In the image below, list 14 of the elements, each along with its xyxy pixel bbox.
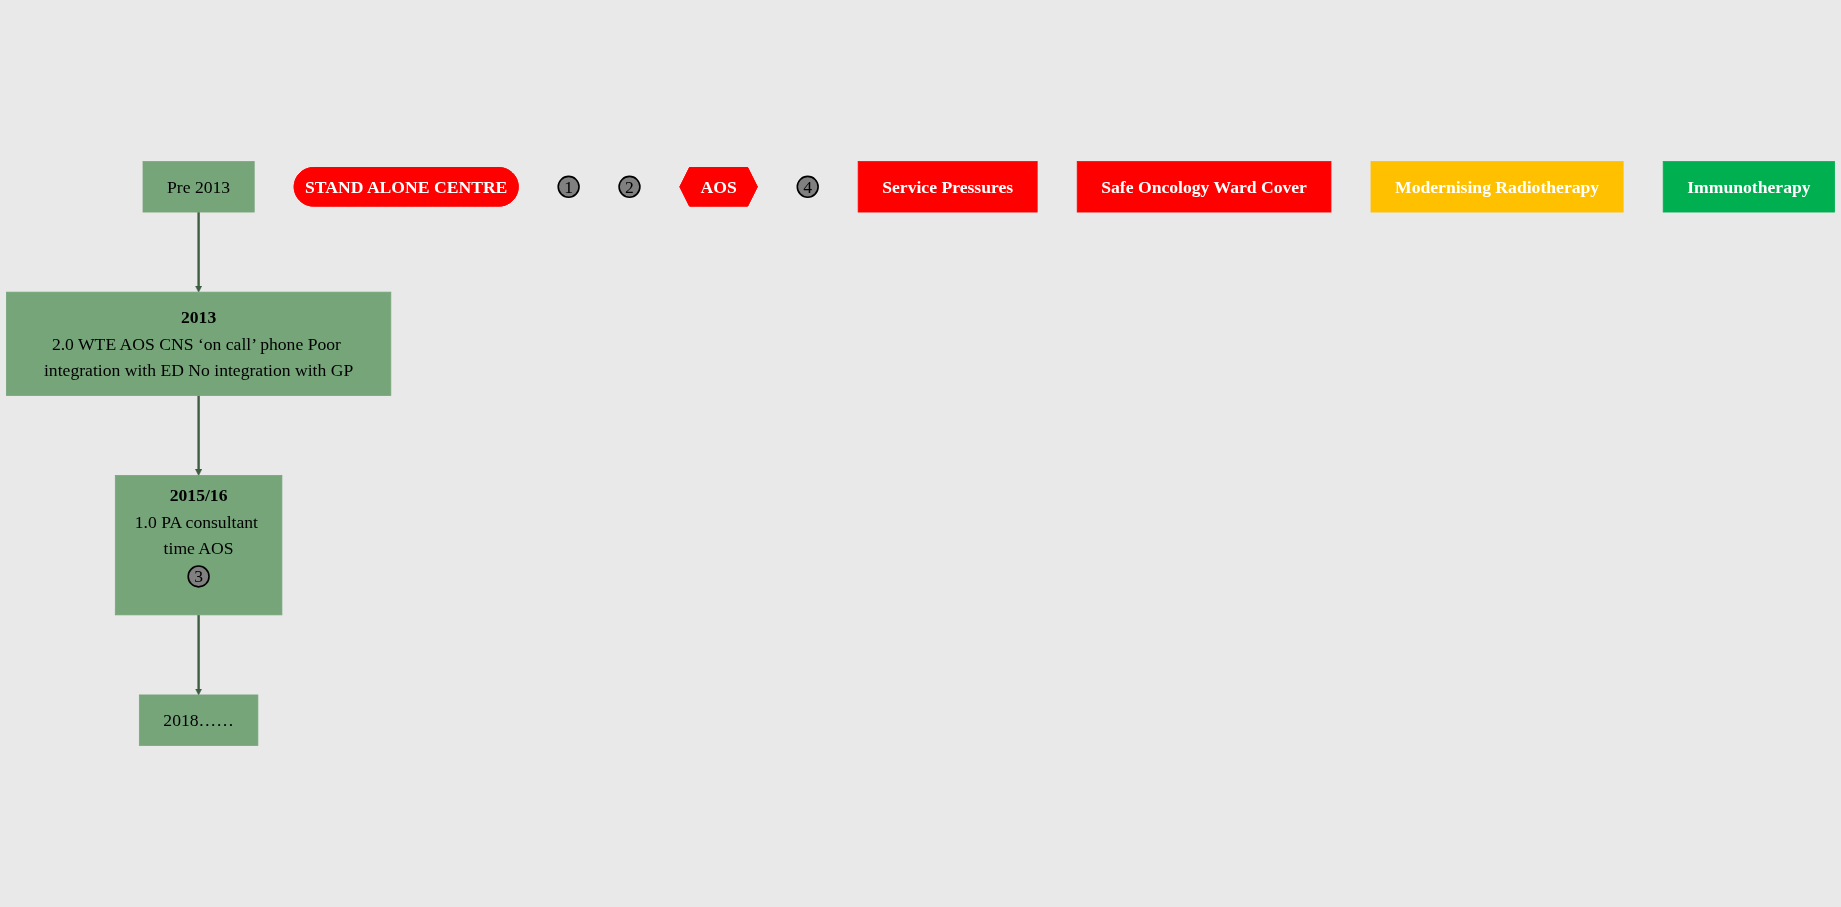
node-circle: 3 <box>187 565 210 588</box>
arrow <box>195 614 203 696</box>
node-box: 2018…… <box>138 694 259 746</box>
node-box: Pre 2013 <box>142 161 255 213</box>
node-circle: 4 <box>796 175 819 199</box>
arrow <box>195 212 203 293</box>
node-box: Immunotherapy <box>1662 161 1835 213</box>
node-box: 2013 2.0 WTE AOS CNS ‘on call’ phone Poor integration with ED No integration with GP <box>6 291 392 396</box>
node-box: Modernising Radiotherapy <box>1370 161 1624 213</box>
node-circle: 1 <box>557 175 580 199</box>
node-box: Service Pressures <box>857 161 1038 213</box>
arrow <box>195 395 203 476</box>
node-circle: 2 <box>618 175 641 199</box>
node-box: Safe Oncology Ward Cover <box>1076 161 1332 213</box>
